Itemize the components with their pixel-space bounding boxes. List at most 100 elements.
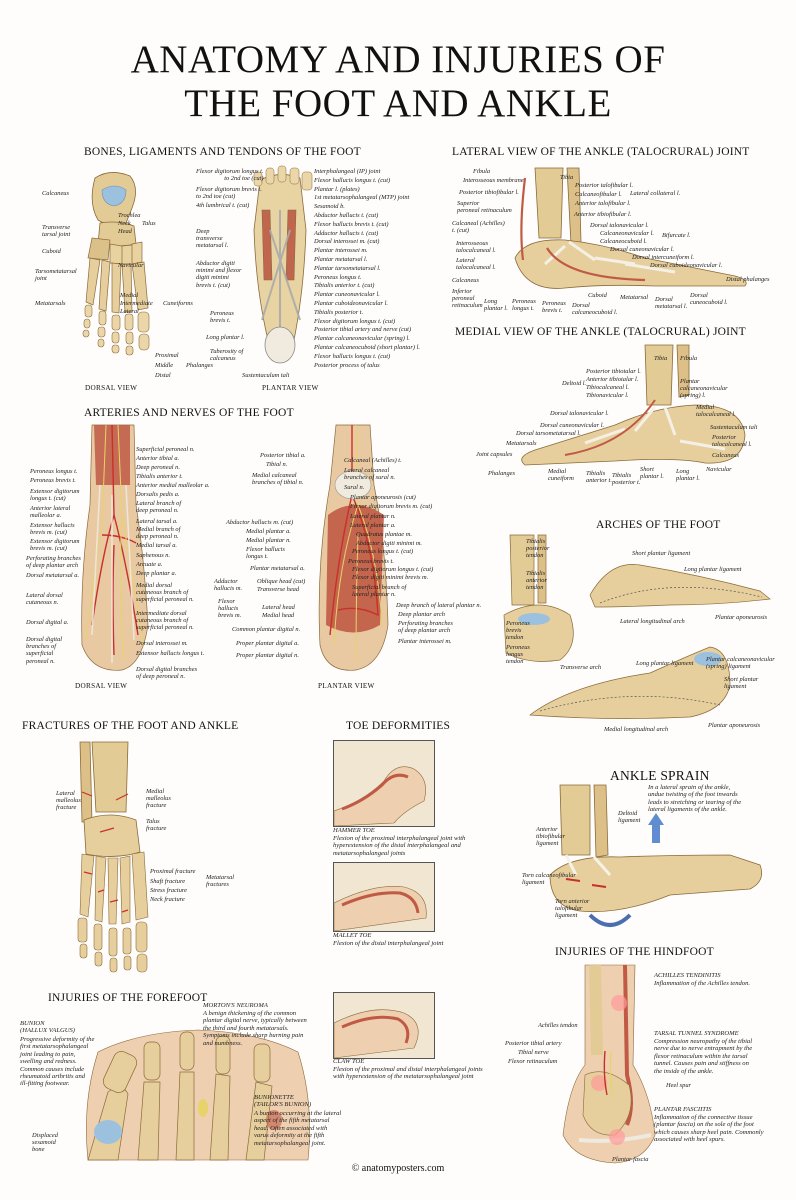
plantar-label: Plantar cuneonavicular l. [314, 291, 380, 299]
artery-label: Medial plantar n. [246, 537, 291, 544]
medial-label: Medial cuneiform [548, 468, 574, 483]
artery-label: Tibialis anterior t. [136, 473, 183, 480]
lateral-label: Peroneus longus t. [512, 298, 536, 313]
lateral-label: Distal phalanges [726, 276, 770, 283]
medial-label: Tibialis posterior t. [612, 472, 641, 487]
section-title-arteries: ARTERIES AND NERVES OF THE FOOT [84, 407, 294, 419]
arch-label: Short plantar ligament [724, 676, 759, 691]
artery-label: Proper plantar digital a. [236, 640, 299, 647]
morton-title: MORTON'S NEUROMA [203, 1002, 268, 1009]
artery-label: Extensor hallucis longus t. [136, 650, 205, 657]
plantar-label: Sustentaculum tali [242, 372, 290, 379]
artery-label: Deep plantar arch [398, 611, 445, 618]
medial-label: Tibia [654, 355, 668, 362]
artery-label: Medial dorsal cutaneous branch of superf… [136, 582, 194, 604]
lateral-label: Dorsal cuboideonavicular l. [650, 262, 723, 269]
title-line-2: THE FOOT AND ANKLE [184, 82, 612, 125]
artery-label: Lateral branch of deep peroneal n. [136, 500, 182, 515]
lateral-label: Calcaneonavicular l. [600, 230, 654, 237]
arch-label: Peroneus brevis tendon [506, 620, 530, 642]
fracture-label: Shaft fracture [150, 878, 186, 885]
lateral-label: Lateral talocalcaneal l. [456, 257, 496, 272]
medial-label: Plantar calcaneonavicular (spring) l. [680, 378, 728, 400]
caption-dorsal-view-2: DORSAL VIEW [75, 682, 128, 690]
artery-label: Quadratus plantae m. [356, 531, 412, 538]
section-title-sprain: ANKLE SPRAIN [610, 768, 710, 783]
arch-label: Plantar aponeurosis [715, 614, 768, 621]
plantar-label: Tibialis posterior t. [314, 308, 364, 316]
section-title-bones: BONES, LIGAMENTS AND TENDONS OF THE FOOT [84, 146, 361, 158]
medial-label: Posterior tibiotalar l. [586, 368, 641, 375]
section-title-forefoot: INJURIES OF THE FOREFOOT [48, 992, 208, 1004]
arch-label: Long plantar ligament [684, 566, 742, 573]
plantar-label: Adductor hallucis t. (cut) [314, 229, 379, 237]
medial-ankle-illustration [521, 344, 746, 466]
hindfoot-label: Tibial nerve [518, 1049, 549, 1056]
sprain-label: Deltoid ligament [618, 810, 641, 825]
caption-plantar-view-2: PLANTAR VIEW [318, 682, 375, 690]
artery-label: Flexor digitorum longus t. (cut) [352, 566, 434, 573]
label-talus: Talus [142, 220, 156, 227]
claw-toe-image [333, 992, 435, 1059]
arch-label: Short plantar ligament [632, 550, 691, 557]
arch-label: Medial longitudinal arch [604, 726, 669, 733]
plantar-label: Plantar l. (plates) [314, 185, 360, 193]
lateral-label: Bifurcate l. [662, 232, 691, 239]
plantar-label: Peroneus brevis t. [210, 310, 234, 325]
caption-plantar-view-1: PLANTAR VIEW [262, 384, 319, 392]
mallet-toe-title: MALLET TOE [333, 932, 372, 939]
artery-label: Tibial n. [266, 461, 288, 468]
plantar-label: Plantar tarsometatarsal l. [314, 264, 381, 272]
fracture-label: Medial malleolus fracture [146, 788, 171, 810]
medial-label: Dorsal talonavicular l. [550, 410, 609, 417]
plantar-label: Plantar calcaneonavicular (spring) l. [314, 335, 410, 343]
artery-label: Anterior tibial a. [136, 455, 180, 462]
artery-label: Medial head [262, 612, 295, 619]
artery-label: Flexor digitorum brevis m. (cut) [350, 503, 433, 510]
label-transverse-tarsal-joint: Transverse tarsal joint [42, 224, 71, 239]
caption-dorsal-view-1: DORSAL VIEW [85, 384, 138, 392]
sprain-label: Torn anterior talofibular ligament [555, 898, 590, 920]
artery-label: Dorsalis pedis a. [136, 491, 180, 498]
lateral-label: Long plantar l. [484, 298, 508, 313]
medial-label: Deltoid l. [562, 380, 587, 387]
lateral-label: Peroneus brevis t. [542, 300, 566, 315]
label-intermediate-cuneiform: Intermediate [120, 300, 153, 307]
lateral-label: Posterior tibiofibular l. [459, 189, 519, 196]
artery-label: Medial tarsal a. [136, 542, 178, 549]
label-cuneiforms: Cuneiforms [163, 300, 193, 307]
sprain-label: Anterior tibiofibular ligament [536, 826, 566, 848]
lateral-label: Calcaneocuboid l. [600, 238, 647, 245]
section-title-hindfoot: INJURIES OF THE HINDFOOT [555, 946, 714, 958]
artery-label: Medial branch of deep peroneal n. [136, 526, 181, 541]
displaced-sesamoid-label: Displaced sesamoid bone [32, 1132, 58, 1154]
artery-label: Perforating branches of deep plantar arc… [26, 555, 81, 570]
hindfoot-illustration [562, 964, 656, 1164]
fractures-illustration [77, 741, 149, 973]
artery-label: Extensor digitorum brevis m. (cut) [30, 538, 80, 553]
hammer-toe-desc: Flexion of the proximal interphalangeal … [333, 835, 466, 857]
medial-label: Long plantar l. [676, 468, 700, 483]
medial-label: Posterior talocalcaneal l. [712, 434, 752, 449]
plantar-label: Posterior process of talus [314, 361, 380, 369]
plantar-label: Flexor digitorum brevis t. to 2nd toe (c… [196, 186, 262, 201]
plantar-label: Interphalangeal (IP) joint [314, 168, 381, 175]
label-middle-phalanges: Middle [155, 362, 174, 369]
fracture-label: Proximal fracture [150, 868, 196, 875]
medial-label: Tibionavicular l. [586, 392, 629, 399]
medial-label: Tibialis anterior t. [586, 470, 612, 485]
label-proximal-phalanges: Proximal [155, 352, 179, 359]
section-title-medial: MEDIAL VIEW OF THE ANKLE (TALOCRURAL) JO… [455, 326, 746, 338]
plantar-fasciitis-desc: Inflammation of the connective tissue (p… [654, 1114, 764, 1144]
artery-label: Anterior medial malleolar a. [136, 482, 210, 489]
plantar-label: Flexor hallucis brevis t. (cut) [314, 220, 389, 228]
label-navicular: Navicular [118, 262, 144, 269]
lateral-label: Inferior peroneal retinaculum [452, 288, 483, 310]
artery-label: Deep plantar a. [136, 570, 177, 577]
lateral-label: Posterior talofibular l. [575, 182, 634, 189]
section-title-lateral: LATERAL VIEW OF THE ANKLE (TALOCRURAL) J… [452, 146, 750, 158]
achilles-title: ACHILLES TENDINITIS [654, 972, 721, 979]
artery-label: Calcaneal (Achilles) t. [344, 457, 402, 464]
lateral-ankle-illustration [514, 167, 747, 289]
artery-label: Abductor hallucis m. (cut) [226, 519, 294, 526]
